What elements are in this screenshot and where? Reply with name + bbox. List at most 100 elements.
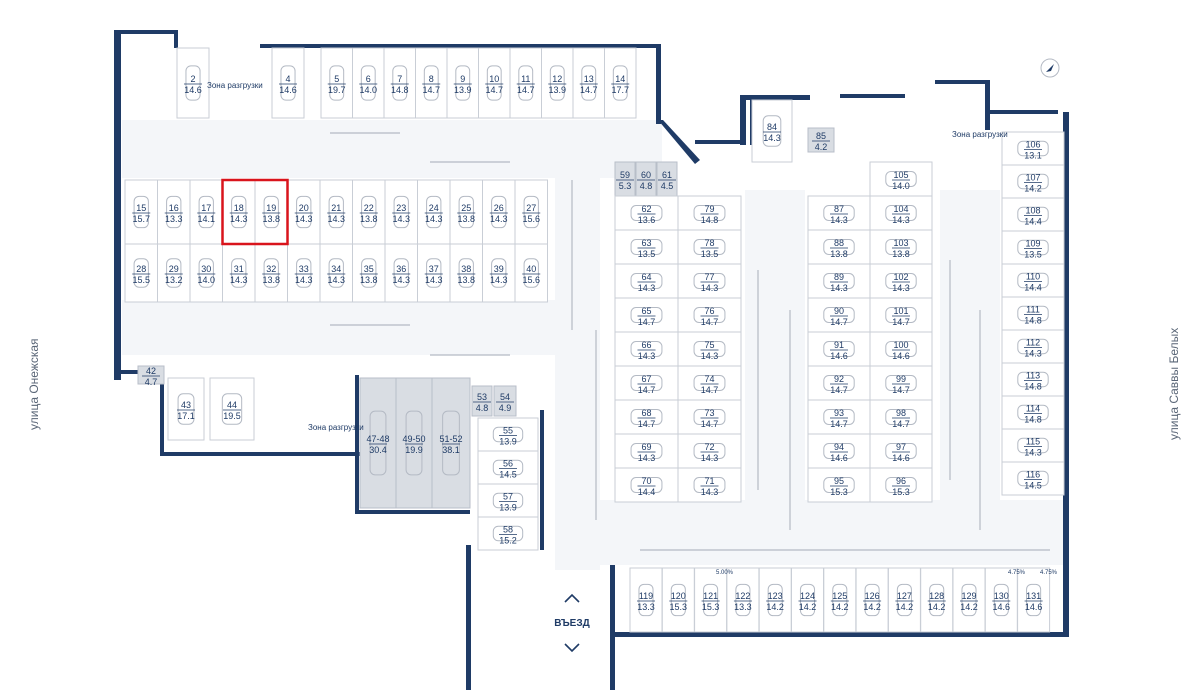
parking-spot-54[interactable]: 544.9 [493,385,517,417]
parking-spot-42[interactable]: 424.7 [137,365,165,387]
parking-spot-8[interactable]: 814.7 [415,47,448,119]
parking-spot-9[interactable]: 913.9 [446,47,479,119]
parking-spot-59[interactable]: 595.3 [614,161,636,197]
parking-spot-2[interactable]: 214.6 [176,47,210,119]
parking-spot-7[interactable]: 714.8 [383,47,416,119]
parking-spot-4[interactable]: 414.6 [271,47,305,119]
parking-spot-60[interactable]: 604.8 [635,161,657,197]
parking-spot-61[interactable]: 614.5 [656,161,678,197]
parking-spot-5[interactable]: 519.7 [320,47,353,119]
